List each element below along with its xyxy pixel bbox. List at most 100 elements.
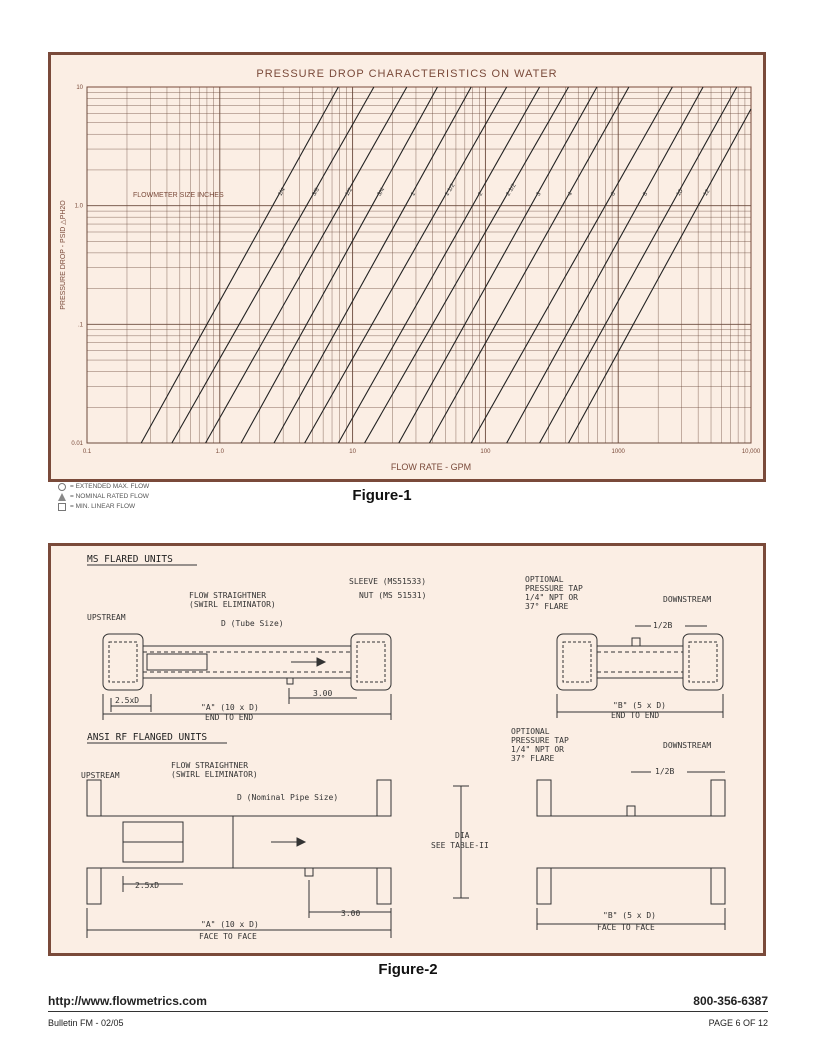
ansi-upstream-label: UPSTREAM bbox=[81, 771, 120, 780]
circle-dot-icon bbox=[58, 483, 66, 491]
chart-ylabel: PRESSURE DROP - PSID △PH2O bbox=[60, 200, 67, 310]
footer-bulletin: Bulletin FM - 02/05 bbox=[48, 1018, 124, 1028]
footer-divider bbox=[48, 1011, 768, 1012]
flowmeter-dimension-drawing: MS FLARED UNITS UPSTREAM FLOW STRAIGHTNE… bbox=[81, 554, 726, 941]
legend-label: = NOMINAL RATED FLOW bbox=[70, 493, 149, 500]
series-label: 4 bbox=[567, 191, 574, 198]
chart-annotation: FLOWMETER SIZE INCHES bbox=[133, 192, 224, 199]
series-line bbox=[364, 86, 569, 444]
series-label: 1/2 bbox=[345, 187, 355, 198]
x-tick-label: 100 bbox=[480, 449, 491, 455]
figure-2-caption: Figure-2 bbox=[378, 961, 438, 978]
series-label: 10 bbox=[676, 188, 685, 197]
ms-upstream-label: UPSTREAM bbox=[87, 613, 126, 622]
figure-1-panel: PRESSURE DROP CHARACTERISTICS ON WATER 1… bbox=[48, 52, 766, 482]
series-label: 12 bbox=[703, 188, 712, 197]
series-line bbox=[506, 86, 704, 444]
series-line bbox=[539, 86, 738, 444]
x-tick-label: 1.0 bbox=[216, 449, 225, 455]
series-line bbox=[568, 108, 752, 444]
x-tick-label: 10 bbox=[349, 449, 356, 455]
ansi-tap-label-2: PRESSURE TAP bbox=[511, 736, 569, 745]
series-label: 1 1/2 bbox=[444, 182, 457, 197]
ansi-downstream-label: DOWNSTREAM bbox=[663, 741, 711, 750]
series-label: 6 bbox=[610, 191, 617, 198]
chart-title: PRESSURE DROP CHARACTERISTICS ON WATER bbox=[256, 68, 557, 80]
legend-item: = EXTENDED MAX. FLOW bbox=[58, 482, 149, 492]
ansi-tap-label-3: 1/4" NPT OR bbox=[511, 745, 564, 754]
ms-nut-label: NUT (MS 51531) bbox=[359, 591, 426, 600]
series-label: 8 bbox=[642, 191, 649, 198]
y-tick-label: 10 bbox=[76, 85, 83, 91]
series-line bbox=[304, 86, 508, 444]
series-label: 1 bbox=[410, 191, 417, 198]
ansi-dim-a-sub: FACE TO FACE bbox=[199, 932, 257, 941]
series-line bbox=[398, 86, 598, 444]
chart-ticks: 0.1 1.0 10 100 1000 10,000 0.01 .1 1.0 10 bbox=[71, 85, 761, 455]
legend-label: = EXTENDED MAX. FLOW bbox=[70, 483, 150, 490]
y-tick-label: 0.01 bbox=[71, 441, 83, 447]
series-line bbox=[470, 86, 673, 444]
ms-dim-300: 3.00 bbox=[313, 689, 332, 698]
ms-upstream-pipe bbox=[102, 633, 392, 691]
ms-section-title: MS FLARED UNITS bbox=[87, 554, 173, 565]
ms-straightner-sub: (SWIRL ELIMINATOR) bbox=[189, 600, 276, 609]
ansi-tap-label-4: 37° FLARE bbox=[511, 754, 555, 763]
ms-sleeve-label: SLEEVE (MS51533) bbox=[349, 577, 426, 586]
series-line bbox=[240, 86, 438, 444]
ms-d-label: D (Tube Size) bbox=[221, 619, 284, 628]
ms-tap-label-3: 1/4" NPT OR bbox=[525, 593, 578, 602]
ansi-dim-a: "A" (10 x D) bbox=[201, 920, 259, 929]
ansi-dim-300: 3.00 bbox=[341, 909, 360, 918]
ansi-dia-label: DIA bbox=[455, 831, 470, 840]
ansi-downstream-pipe bbox=[536, 779, 726, 905]
ms-downstream-pipe bbox=[556, 633, 724, 691]
triangle-icon bbox=[58, 493, 66, 501]
series-line bbox=[140, 86, 339, 444]
ansi-dia-sub: SEE TABLE-II bbox=[431, 841, 489, 850]
ansi-upstream-pipe bbox=[86, 779, 392, 905]
legend-label: = MIN. LINEAR FLOW bbox=[70, 503, 136, 510]
square-icon bbox=[58, 503, 66, 511]
ms-tap-label-1: OPTIONAL bbox=[525, 575, 564, 584]
x-tick-label: 1000 bbox=[612, 449, 626, 455]
ms-dim-a: "A" (10 x D) bbox=[201, 703, 259, 712]
ms-downstream-label: DOWNSTREAM bbox=[663, 595, 711, 604]
chart-grid bbox=[86, 86, 752, 444]
ms-dim-b: "B" (5 x D) bbox=[613, 701, 666, 710]
series-label: 3/8 bbox=[311, 187, 321, 198]
ansi-straightner-sub: (SWIRL ELIMINATOR) bbox=[171, 770, 258, 779]
footer-phone: 800-356-6387 bbox=[693, 994, 768, 1008]
ansi-dim-b: "B" (5 x D) bbox=[603, 911, 656, 920]
y-tick-label: .1 bbox=[78, 322, 84, 328]
series-label: 3/4 bbox=[377, 187, 387, 198]
series-line bbox=[205, 86, 408, 444]
series-label: 3 bbox=[536, 191, 543, 198]
ms-half-b: 1/2B bbox=[653, 621, 672, 630]
ms-dim-b-sub: END TO END bbox=[611, 711, 659, 720]
ansi-dim-b-sub: FACE TO FACE bbox=[597, 923, 655, 932]
legend-item: = MIN. LINEAR FLOW bbox=[58, 502, 149, 512]
x-tick-label: 10,000 bbox=[742, 449, 761, 455]
figure-2-panel: MS FLARED UNITS UPSTREAM FLOW STRAIGHTNE… bbox=[48, 543, 766, 956]
ansi-dim-25: 2.5xD bbox=[135, 881, 159, 890]
ansi-straightner-label: FLOW STRAIGHTNER bbox=[171, 761, 248, 770]
series-label: 1/4 bbox=[277, 187, 287, 198]
ms-dim-25: 2.5xD bbox=[115, 696, 139, 705]
legend-item: = NOMINAL RATED FLOW bbox=[58, 492, 149, 502]
ms-straightner-label: FLOW STRAIGHTNER bbox=[189, 591, 266, 600]
x-tick-label: 0.1 bbox=[83, 449, 92, 455]
ansi-d-label: D (Nominal Pipe Size) bbox=[237, 793, 338, 802]
ansi-tap-label-1: OPTIONAL bbox=[511, 727, 550, 736]
footer-page-number: PAGE 6 OF 12 bbox=[708, 1018, 768, 1028]
series-label: 2 1/2 bbox=[506, 182, 519, 197]
plot-frame bbox=[86, 86, 752, 444]
y-tick-label: 1.0 bbox=[75, 204, 84, 210]
ansi-section-title: ANSI RF FLANGED UNITS bbox=[87, 732, 207, 743]
series-line bbox=[337, 86, 541, 444]
footer-url[interactable]: http://www.flowmetrics.com bbox=[48, 994, 207, 1008]
series-line bbox=[273, 86, 472, 444]
chart-legend: = EXTENDED MAX. FLOW = NOMINAL RATED FLO… bbox=[58, 482, 149, 512]
ms-tap-label-4: 37° FLARE bbox=[525, 602, 569, 611]
